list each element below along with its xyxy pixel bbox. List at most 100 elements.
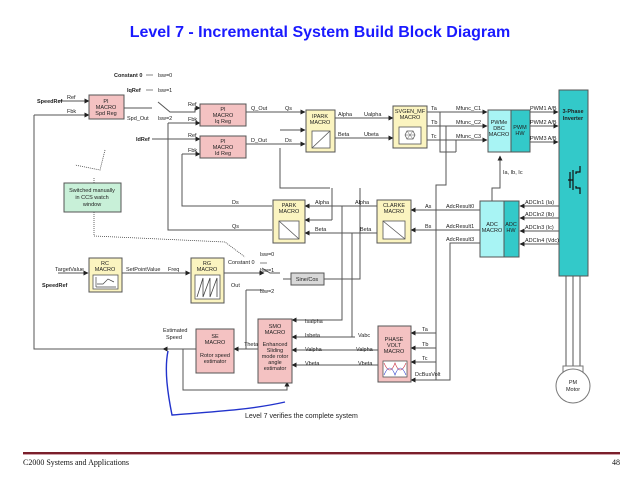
manual-switch-note: Switched manually in CCS watch window [63,182,122,213]
handwritten-annotation: Level 7 verifies the complete system [165,350,358,420]
svg-text:Beta: Beta [338,132,350,138]
svg-text:Valpha: Valpha [356,347,374,353]
svg-text:Beta: Beta [360,227,372,233]
svg-text:SE: SE [211,334,219,340]
svg-text:Tc: Tc [431,134,437,140]
svg-text:Freq: Freq [168,267,179,273]
svg-text:ADCIn3 (Ic): ADCIn3 (Ic) [525,225,554,231]
rg-block: RG MACRO [190,257,225,304]
svg-text:Ia, Ib, Ic: Ia, Ib, Ic [503,170,523,176]
svg-text:AdcResult3: AdcResult3 [446,237,474,243]
svg-text:RC: RC [101,261,109,267]
svg-text:MACRO: MACRO [310,120,331,126]
svg-text:Tb: Tb [431,120,437,126]
svg-text:RG: RG [203,261,211,267]
svg-text:MACRO: MACRO [265,330,286,336]
svg-text:Ubeta: Ubeta [364,132,380,138]
pm-motor: PM Motor [555,365,591,404]
svg-text:MACRO: MACRO [96,105,117,111]
svg-text:Vbeta: Vbeta [358,361,373,367]
svg-text:estimator: estimator [264,366,287,372]
svg-text:Isbeta: Isbeta [305,333,321,339]
svg-text:MACRO: MACRO [197,267,218,273]
svg-text:Estimated: Estimated [163,328,187,334]
svg-text:Ta: Ta [431,106,438,112]
svg-text:Qs: Qs [285,106,292,112]
svg-text:Q_Out: Q_Out [251,106,268,112]
svg-text:Tc: Tc [422,356,428,362]
svg-text:Theta: Theta [244,342,259,348]
svg-text:AdcResult0: AdcResult0 [446,204,474,210]
svg-text:Mfunc_C2: Mfunc_C2 [456,120,481,126]
svg-text:PWM2 A/B: PWM2 A/B [530,120,557,126]
svg-text:Sliding: Sliding [267,348,284,354]
svg-text:PI: PI [220,139,226,145]
svg-text:PARK: PARK [282,203,297,209]
pi-iq-reg-block: PI MACRO Iq Reg [199,103,247,127]
rc-block: RC MACRO [88,257,123,293]
svg-text:Beta: Beta [315,227,327,233]
svg-text:MACRO: MACRO [213,145,234,151]
svg-text:Fbk: Fbk [67,109,76,115]
page-number: 48 [612,458,620,467]
svg-text:PWM1 A/B: PWM1 A/B [530,106,557,112]
svg-text:Id Reg: Id Reg [215,151,231,157]
svg-text:MACRO: MACRO [384,209,405,215]
wires [33,98,581,391]
svg-text:Mfunc_C3: Mfunc_C3 [456,134,481,140]
adc-hw-block: ADC HW [503,200,520,258]
svg-text:PWM3 A/B: PWM3 A/B [530,136,557,142]
svg-text:CLARKE: CLARKE [383,203,405,209]
svg-text:ADC: ADC [486,222,498,228]
svg-text:PWMe: PWMe [491,120,508,126]
svg-text:PI: PI [220,107,226,113]
inverter-block: 3-Phase Inverter [558,89,589,277]
svg-text:HW: HW [506,228,516,234]
svg-text:Ta: Ta [422,327,429,333]
svg-text:MACRO: MACRO [205,340,226,346]
svg-text:As: As [425,204,432,210]
footer-divider-shadow [23,454,620,455]
svg-text:Constant 0: Constant 0 [228,260,255,266]
svg-text:AdcResult1: AdcResult1 [446,224,474,230]
svg-text:ADCIn2 (Ib): ADCIn2 (Ib) [525,212,554,218]
svg-text:Rotor speed: Rotor speed [200,353,230,359]
svg-text:TargetValue: TargetValue [55,267,84,273]
svg-text:PWM: PWM [513,125,527,131]
svg-text:Ref: Ref [67,95,76,101]
svg-text:Spd Reg: Spd Reg [95,111,116,117]
svg-text:mode rotor: mode rotor [262,354,289,360]
svg-text:Constant 0: Constant 0 [114,73,142,79]
svg-text:Enhanced: Enhanced [263,342,288,348]
svg-text:Inverter: Inverter [563,116,584,122]
svg-text:MACRO: MACRO [482,228,503,234]
svg-text:window: window [82,202,101,208]
svg-text:PHASE: PHASE [385,337,404,343]
pi-spd-reg-block: PI MACRO Spd Reg [88,94,125,120]
svg-text:Valpha: Valpha [305,347,323,353]
phase-volt-block: PHASE VOLT MACRO [377,325,412,383]
svg-text:Fbk: Fbk [188,148,197,154]
svg-text:HW: HW [515,131,525,137]
svg-text:Mfunc_C1: Mfunc_C1 [456,106,481,112]
svg-text:Ualpha: Ualpha [364,112,382,118]
svg-text:Level 7 verifies the complete: Level 7 verifies the complete system [245,413,358,420]
svg-text:SetPointValue: SetPointValue [126,267,160,273]
svg-text:angle: angle [268,360,281,366]
svg-text:Out: Out [231,283,240,289]
pwm-macro-block: PWMe DBC MACRO [487,109,512,153]
svg-text:MACRO: MACRO [95,267,116,273]
svg-text:Tb: Tb [422,342,428,348]
svg-text:3-Phase: 3-Phase [562,109,583,115]
svg-text:lsw=2: lsw=2 [260,289,274,295]
svg-text:Ds: Ds [232,200,239,206]
svg-text:lsw=0: lsw=0 [260,252,274,258]
sine-cos-block: Sine/Cos [290,272,325,286]
svg-text:ADCIn1 (Ia): ADCIn1 (Ia) [525,200,554,206]
svg-text:DcBusVolt: DcBusVolt [415,372,441,378]
svg-text:Spd_Out: Spd_Out [127,116,149,122]
svg-text:IdRef: IdRef [136,137,150,143]
signal-labels: Constant 0 lsw=0 IqRef lsw=1 SpeedRef Re… [37,73,559,378]
svg-text:MACRO: MACRO [384,349,405,355]
